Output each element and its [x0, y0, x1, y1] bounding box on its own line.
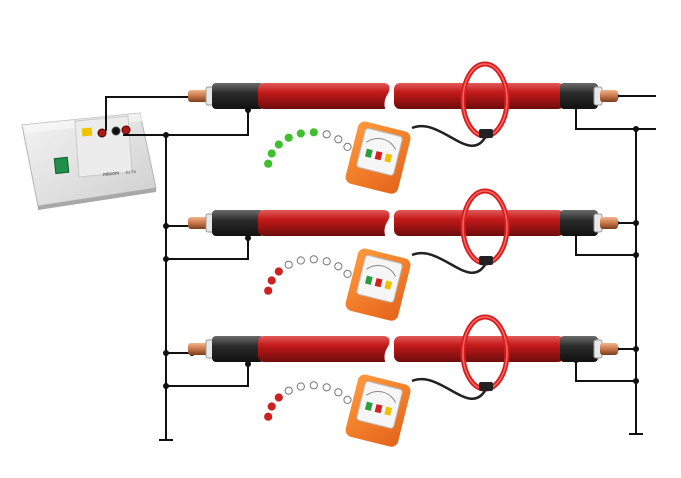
receiver-indicator-green	[364, 148, 373, 158]
phase-groups	[188, 61, 618, 447]
receiver-scale	[366, 264, 396, 277]
wire-p1-sheath-left	[166, 110, 249, 136]
led-off	[334, 262, 343, 271]
led-off	[343, 269, 352, 278]
cable-body-right	[394, 210, 564, 236]
cable-body-left	[258, 83, 390, 109]
receiver-icon	[345, 121, 411, 194]
clamp-coil-connector	[479, 382, 493, 391]
led-on	[274, 393, 283, 402]
sheath-right	[560, 336, 598, 362]
cable-body-right	[394, 336, 564, 362]
led-off	[343, 142, 352, 151]
cable-body-right	[394, 83, 564, 109]
cable-body-left	[258, 336, 390, 362]
copper-core-right	[600, 217, 618, 229]
cable-break	[384, 205, 396, 241]
led-on	[309, 128, 318, 137]
led-off	[322, 383, 331, 392]
copper-core-right	[600, 343, 618, 355]
led-arc	[264, 128, 352, 168]
receiver-icon	[345, 248, 411, 321]
led-off	[322, 257, 331, 266]
cable-phase-3	[188, 314, 618, 447]
led-on	[274, 267, 283, 276]
led-off	[309, 381, 318, 390]
receiver-indicator-yellow	[384, 153, 393, 163]
copper-core-left	[188, 90, 210, 102]
wire-p3-sheath-right	[575, 360, 636, 382]
cable-break	[384, 78, 396, 114]
receiver-indicator-red	[374, 278, 383, 288]
wiring	[105, 95, 656, 441]
led-off	[284, 260, 293, 269]
cable-break	[384, 331, 396, 367]
wire-p1-sheath-right	[575, 106, 656, 130]
receiver-indicator-yellow	[384, 406, 393, 416]
sheath-right	[560, 210, 598, 236]
sheath-left	[212, 210, 264, 236]
cable-body-left	[258, 210, 390, 236]
led-arc	[264, 255, 352, 295]
led-on	[264, 159, 273, 168]
sheath-left	[212, 83, 264, 109]
sheath-left	[212, 336, 264, 362]
led-on	[296, 129, 305, 138]
led-off	[309, 255, 318, 264]
receiver-indicator-red	[374, 151, 383, 161]
cable-phase-1	[188, 61, 618, 194]
cable-phase-2	[188, 188, 618, 321]
receiver-indicator-yellow	[384, 280, 393, 290]
led-arc	[264, 381, 352, 421]
receiver-indicator-green	[364, 401, 373, 411]
led-off	[296, 382, 305, 391]
wire-p2-sheath-right	[575, 233, 636, 256]
led-on	[264, 412, 273, 421]
receiver-icon	[345, 374, 411, 447]
led-on	[267, 276, 276, 285]
led-on	[267, 402, 276, 411]
led-off	[334, 388, 343, 397]
generator-unit: mbcom CI TX	[21, 112, 157, 210]
receiver-indicator-red	[374, 404, 383, 414]
led-off	[334, 135, 343, 144]
wire-generator-to-core	[105, 96, 192, 131]
copper-core-left	[188, 217, 210, 229]
receiver-scale	[366, 137, 396, 150]
led-off	[296, 256, 305, 265]
led-on	[267, 149, 276, 158]
generator-brand: mbcom	[103, 170, 120, 178]
coil-lead	[411, 124, 488, 147]
receiver-scale	[366, 390, 396, 403]
clamp-coil-connector	[479, 256, 493, 265]
copper-core-right	[600, 90, 618, 102]
led-off	[343, 395, 352, 404]
led-on	[274, 140, 283, 149]
led-off	[322, 130, 331, 139]
clamp-coil-connector	[479, 129, 493, 138]
wire-p2-sheath-left	[166, 238, 249, 260]
copper-core-left	[188, 343, 210, 355]
sheath-right	[560, 83, 598, 109]
coil-lead	[411, 377, 488, 400]
wire-p3-sheath-left	[166, 364, 249, 387]
receiver-indicator-green	[364, 275, 373, 285]
generator-icon	[21, 112, 157, 210]
generator-model: CI TX	[126, 169, 137, 175]
coil-lead	[411, 251, 488, 274]
led-off	[284, 386, 293, 395]
led-on	[264, 286, 273, 295]
led-on	[284, 133, 293, 142]
